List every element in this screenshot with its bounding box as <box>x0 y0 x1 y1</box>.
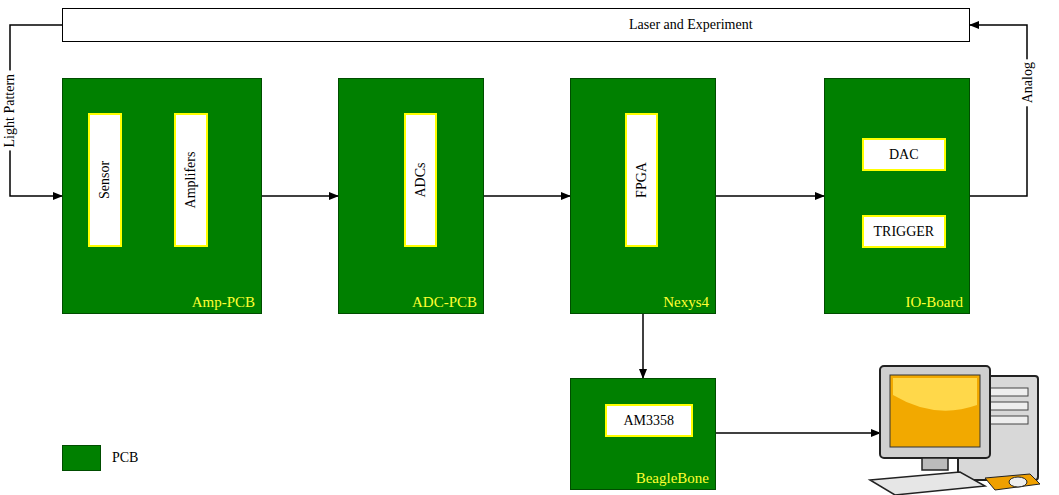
signal-arrow <box>716 195 824 197</box>
board-name: BeagleBone <box>636 470 709 487</box>
chip-box: Sensor <box>88 113 122 247</box>
board-name: IO-Board <box>906 294 963 311</box>
pcb-board: IO-Board DAC TRIGGER <box>824 78 970 314</box>
chip-box: Amplifers <box>174 113 208 247</box>
block-label: DAC <box>889 147 919 162</box>
pcb-board: BeagleBone AM3358 <box>570 378 716 490</box>
chip-box: TRIGGER <box>862 215 946 248</box>
block-label: Amplifers <box>183 152 198 209</box>
chip-box: DAC <box>862 138 946 171</box>
block-label: TRIGGER <box>874 224 935 239</box>
pcb-board: Nexys4 FPGA <box>570 78 716 314</box>
legend-text: PCB <box>112 450 138 465</box>
signal-arrow <box>484 195 570 197</box>
board-name: ADC-PCB <box>412 294 477 311</box>
host-link <box>716 432 880 434</box>
block-label: ADCs <box>413 162 428 197</box>
block-label: FPGA <box>634 162 649 198</box>
chip-box: ADCs <box>404 113 437 247</box>
signal-label: Analog <box>1019 59 1034 106</box>
signal-label: Light Pattern <box>2 71 17 151</box>
block-label: Laser and Experiment <box>629 17 753 32</box>
block-label: Sensor <box>97 161 112 199</box>
pcb-board: ADC-PCB ADCs <box>338 78 484 314</box>
experiment-band: Laser and Experiment <box>62 8 970 42</box>
legend-swatch <box>62 445 101 471</box>
chip-box: FPGA <box>625 113 658 247</box>
signal-arrow <box>642 314 644 378</box>
signal-arrow <box>10 25 62 196</box>
board-name: Amp-PCB <box>192 294 255 311</box>
pcb-board: Amp-PCB Sensor Amplifers <box>62 78 262 314</box>
block-label: AM3358 <box>624 413 675 428</box>
board-name: Nexys4 <box>663 294 709 311</box>
signal-arrow <box>970 25 1027 196</box>
chip-box: AM3358 <box>605 404 693 437</box>
computer-icon <box>870 366 1040 495</box>
signal-arrow <box>262 195 338 197</box>
